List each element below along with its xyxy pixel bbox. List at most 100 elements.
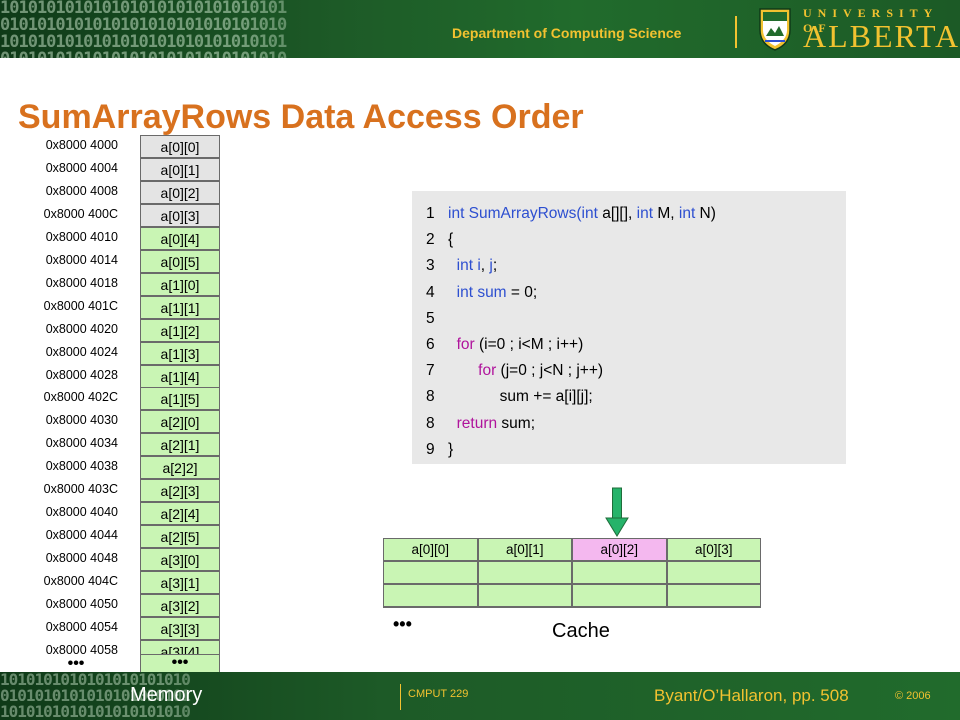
memory-cell: a[2][0] [140, 410, 220, 434]
memory-address: 0x8000 403C [43, 482, 118, 497]
memory-address: 0x8000 4048 [45, 551, 118, 566]
code-token: } [448, 440, 454, 458]
code-token: sum; [497, 414, 536, 432]
memory-address: 0x8000 4024 [45, 344, 118, 359]
university-line: UNIVERSITY OF [803, 6, 938, 35]
code-line-number: 3 [426, 257, 435, 275]
memory-address: 0x8000 4034 [45, 436, 118, 451]
header-band: 1010101010101010101010101010101 01010101… [0, 0, 960, 58]
code-line: 8 return sum; [426, 415, 535, 439]
memory-cell: a[0][5] [140, 249, 220, 273]
header-divider [735, 16, 737, 48]
cache-label: Cache [552, 620, 610, 642]
code-line-number: 8 [426, 388, 435, 406]
memory-address: 0x8000 4040 [45, 505, 118, 520]
code-line-number: 8 [426, 414, 435, 432]
code-token: (j=0 ; j<N ; j++) [496, 362, 604, 380]
binary-texture: 1010101010101010101010101010101 01010101… [0, 0, 287, 58]
code-token: int [456, 283, 473, 301]
code-token: N) [695, 205, 716, 222]
code-line-number: 9 [426, 440, 435, 458]
university-crest-icon [759, 8, 791, 51]
code-line: 8 sum += a[i][j]; [426, 388, 593, 412]
code-token [448, 257, 457, 274]
memory-cell: a[3][3] [140, 616, 220, 640]
memory-address: 0x8000 4038 [45, 459, 118, 474]
code-token [448, 415, 457, 432]
cache-cell: a[0][1] [477, 538, 572, 561]
memory-address: 0x8000 404C [43, 574, 118, 589]
code-token [448, 336, 457, 353]
memory-cell: a[1][2] [140, 318, 220, 342]
memory-cell: a[2][4] [140, 502, 220, 526]
code-token: int [448, 205, 465, 222]
code-token: return [456, 414, 498, 432]
code-line-number: 5 [426, 309, 435, 327]
memory-cell: a[3][2] [140, 594, 220, 617]
memory-cell: a[1][4] [140, 364, 220, 388]
memory-cell: a[3][1] [140, 571, 220, 595]
code-token: (i=0 ; i<M ; i++) [474, 336, 584, 353]
copyright: © 2006 [895, 690, 931, 702]
cache-empty-cell [383, 584, 478, 607]
code-token: for [478, 362, 497, 380]
code-line: 6 for (i=0 ; i<M ; i++) [426, 336, 583, 360]
memory-address: 0x8000 4018 [45, 275, 118, 290]
cache-empty-cell [572, 561, 667, 584]
code-token: int [636, 205, 654, 222]
memory-cell: a[1][5] [140, 387, 220, 411]
cache-empty-cell [572, 584, 667, 607]
cache-empty-cell [383, 561, 478, 584]
memory-address: 0x8000 4028 [45, 367, 118, 382]
memory-address: 0x8000 4030 [45, 413, 118, 428]
code-token: M, [653, 205, 679, 222]
memory-cell: a[1][0] [140, 272, 220, 296]
memory-address: 0x8000 4004 [45, 160, 118, 175]
code-line: 9} [426, 441, 453, 465]
cache-cell: a[0][0] [383, 538, 478, 561]
memory-cell: a[0][2] [140, 180, 220, 204]
memory-cell: a[0][4] [140, 226, 220, 250]
memory-address: 0x8000 4014 [45, 252, 118, 267]
cache-empty-cell [477, 584, 572, 607]
university-name: ALBERTA [803, 18, 960, 54]
code-line-number: 7 [426, 362, 435, 380]
memory-cell: a[1][3] [140, 341, 220, 365]
code-token [448, 284, 457, 301]
memory-cell: a[2][1] [140, 433, 220, 457]
code-token: int [581, 205, 598, 222]
code-token: i [477, 257, 481, 275]
memory-cell: a[2]2] [140, 456, 220, 480]
memory-address: 0x8000 4010 [45, 229, 118, 244]
code-line-number: 6 [426, 336, 435, 353]
code-token: , [480, 257, 490, 275]
code-token: a[][], [597, 205, 637, 222]
cache-ellipsis: ••• [393, 614, 412, 634]
memory-address: 0x8000 4054 [45, 619, 118, 634]
memory-address: 0x8000 402C [43, 390, 118, 405]
cache-empty-cell [666, 584, 761, 607]
cache-cell: a[0][2] [572, 538, 667, 561]
code-token: = 0; [506, 283, 538, 301]
memory-address: 0x8000 4044 [45, 528, 118, 543]
code-line: 2{ [426, 231, 453, 255]
code-token: SumArrayRows( [464, 205, 582, 222]
code-token [448, 362, 478, 379]
memory-address: 0x8000 4050 [45, 597, 118, 611]
slide-title: SumArrayRows Data Access Order [18, 98, 584, 136]
cache-cell: a[0][3] [666, 538, 761, 561]
memory-address: 0x8000 4008 [45, 183, 118, 198]
footer-divider [400, 684, 401, 710]
book-reference: Byant/O’Hallaron, pp. 508 [654, 686, 849, 705]
code-token: for [456, 336, 475, 353]
code-token: int [678, 205, 696, 222]
cache-empty-cell [477, 561, 572, 584]
memory-cell: a[2][3] [140, 479, 220, 503]
access-arrow-icon [605, 487, 629, 537]
memory-label: Memory [130, 684, 203, 706]
code-line-number: 1 [426, 205, 435, 222]
memory-address: 0x8000 4058 [45, 642, 118, 657]
cache-grid: a[0][0]a[0][1]a[0][2]a[0][3] [383, 538, 761, 608]
